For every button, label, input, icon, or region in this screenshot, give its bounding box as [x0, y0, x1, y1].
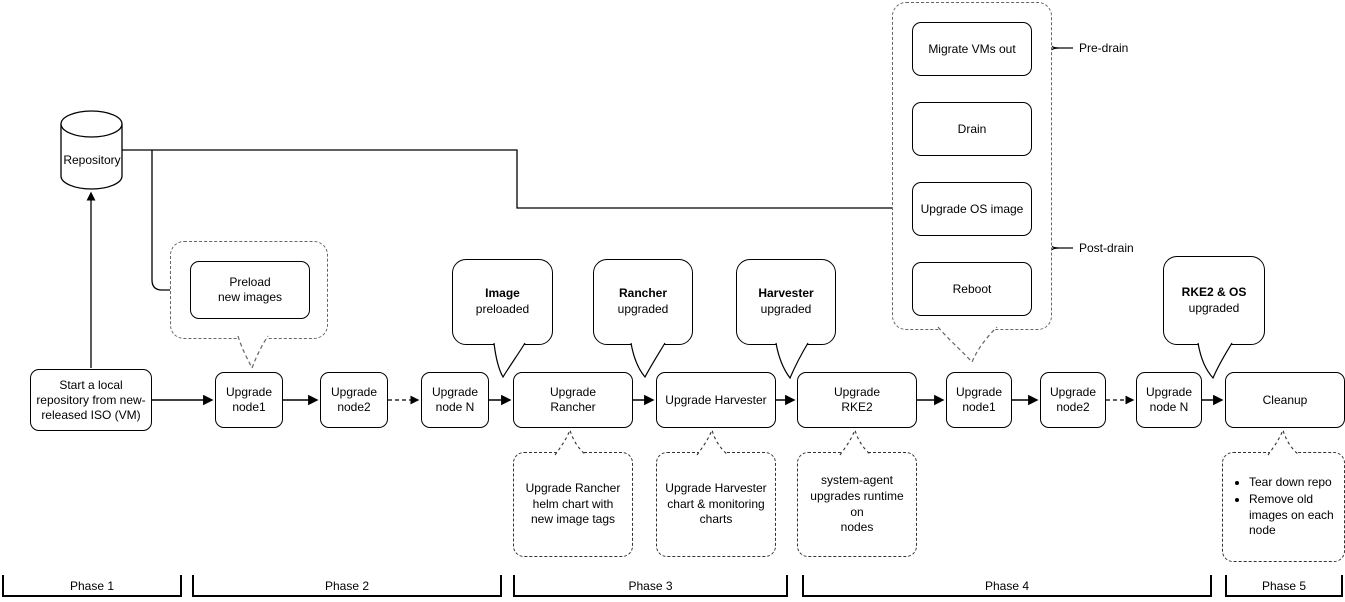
preload-new-images-box: Preload new images: [190, 261, 310, 319]
repository-label: Repository: [63, 153, 121, 167]
cleanup-tooltip-item: Remove old images on each node: [1249, 492, 1338, 539]
phase-3-bracket: Phase 3: [513, 575, 788, 597]
rke2-os-upgraded-callout: RKE2 & OS upgraded: [1163, 256, 1265, 345]
migrate-vms-out-box: Migrate VMs out: [912, 22, 1032, 76]
upgrade-rancher-box: Upgrade Rancher: [513, 372, 633, 428]
drain-box: Drain: [912, 102, 1032, 156]
harvester-tooltip: Upgrade Harvester chart & monitoring cha…: [656, 452, 776, 557]
upgrade-node1-box-phase2: Upgrade node1: [215, 372, 283, 428]
rancher-upgraded-tail: [630, 342, 666, 379]
cleanup-tooltip-list: Tear down repo Remove old images on each…: [1229, 474, 1338, 539]
phase-5-bracket: Phase 5: [1225, 575, 1343, 597]
callout-text: Image preloaded: [475, 286, 530, 316]
post-drain-label: Post-drain: [1079, 241, 1134, 255]
cleanup-box: Cleanup: [1225, 372, 1345, 428]
start-repository-box: Start a local repository from new- relea…: [30, 369, 152, 431]
phase-label: Phase 5: [1261, 579, 1307, 593]
cleanup-tooltip: Tear down repo Remove old images on each…: [1222, 452, 1345, 562]
phase-2-bracket: Phase 2: [192, 575, 502, 597]
phase-4-bracket: Phase 4: [802, 575, 1212, 597]
upgrade-node2-box-phase2: Upgrade node2: [320, 372, 388, 428]
upgrade-node2-box-phase4: Upgrade node2: [1040, 372, 1106, 428]
phase-1-bracket: Phase 1: [2, 575, 182, 597]
upgrade-node1-box-phase4: Upgrade node1: [946, 372, 1012, 428]
phase-label: Phase 4: [984, 579, 1030, 593]
rke2-tooltip: system-agent upgrades runtime on nodes: [797, 452, 917, 557]
image-preloaded-callout: Image preloaded: [452, 259, 553, 345]
phase-label: Phase 3: [628, 579, 673, 593]
cleanup-tooltip-item: Tear down repo: [1249, 475, 1338, 491]
upgrade-nodeN-box-phase2: Upgrade node N: [421, 372, 489, 428]
callout-text: Rancher upgraded: [617, 286, 669, 316]
phase-label: Phase 2: [324, 579, 370, 593]
node-upgrade-group-tail: [937, 326, 998, 364]
reboot-box: Reboot: [912, 262, 1032, 316]
rancher-upgraded-callout: Rancher upgraded: [593, 259, 693, 345]
harvester-upgraded-callout: Harvester upgraded: [736, 259, 836, 345]
arrow-repository-to-upgrade-os: [122, 149, 910, 213]
rancher-tooltip: Upgrade Rancher helm chart with new imag…: [513, 452, 633, 557]
upgrade-nodeN-box-phase4: Upgrade node N: [1136, 372, 1202, 428]
pre-drain-label: Pre-drain: [1079, 41, 1129, 55]
upgrade-harvester-box: Upgrade Harvester: [656, 372, 776, 428]
upgrade-os-image-box: Upgrade OS image: [912, 182, 1032, 236]
callout-text: Harvester upgraded: [758, 286, 814, 316]
rke2-os-upgraded-tail: [1197, 342, 1233, 380]
phase-label: Phase 1: [69, 579, 115, 593]
upgrade-rke2-box: Upgrade RKE2: [797, 372, 917, 428]
callout-text: RKE2 & OS upgraded: [1181, 284, 1247, 315]
repository-cylinder-icon: [60, 110, 123, 190]
preload-group-tail: [237, 335, 269, 370]
